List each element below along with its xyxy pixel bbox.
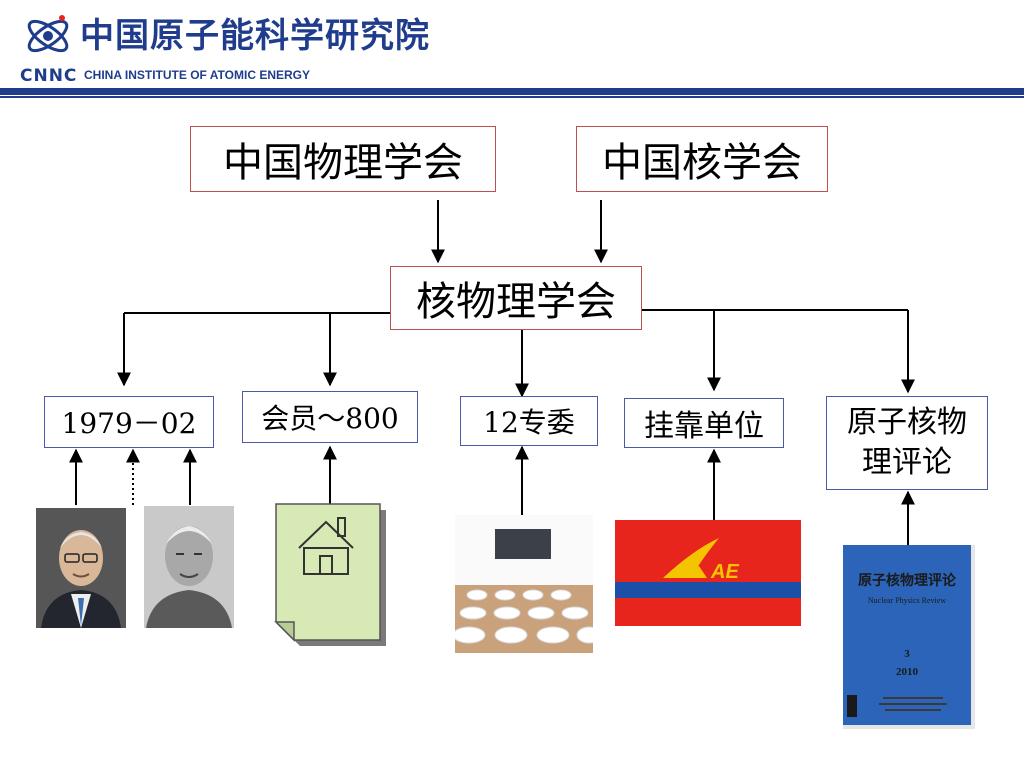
- ciae-logo-text: AE: [710, 561, 739, 583]
- journal-issue: 3: [904, 648, 910, 660]
- center-label: 核物理学会: [416, 279, 616, 325]
- child-label: 挂靠单位: [644, 409, 764, 444]
- header: 中国原子能科学研究院 CNNC CHINA INSTITUTE OF ATOMI…: [0, 0, 1024, 98]
- child-box-committees: 12专委: [460, 396, 598, 446]
- child-label: 原子核物理评论: [847, 405, 967, 480]
- parent-label: 中国物理学会: [223, 140, 463, 186]
- home-document-icon: [274, 503, 386, 646]
- header-rule-thick: [0, 88, 1024, 95]
- child-box-members: 会员～800: [242, 391, 418, 443]
- logo-chinese-name: 中国原子能科学研究院: [80, 16, 430, 56]
- classroom-photo: [455, 515, 593, 653]
- child-label: 会员～800: [261, 402, 399, 435]
- parent-box-physics-society: 中国物理学会: [190, 126, 496, 192]
- ciae-logo-flag: AE: [615, 520, 801, 626]
- center-box-nuclear-physics-society: 核物理学会: [390, 266, 642, 330]
- portrait-photo-1: [36, 508, 126, 628]
- atom-logo-icon: [27, 15, 69, 53]
- child-box-founded: 1979－02: [44, 396, 214, 448]
- journal-year: 2010: [896, 666, 919, 678]
- journal-title: 原子核物理评论: [858, 572, 957, 589]
- journal-subtitle: Nuclear Physics Review: [868, 596, 946, 605]
- parent-label: 中国核学会: [602, 140, 802, 186]
- child-label: 12专委: [483, 406, 575, 439]
- child-label: 1979－02: [61, 407, 197, 440]
- child-box-host-unit: 挂靠单位: [624, 398, 784, 448]
- journal-cover: 原子核物理评论 Nuclear Physics Review 3 2010: [843, 545, 975, 729]
- child-box-journal: 原子核物理评论: [826, 396, 988, 490]
- portrait-photo-2: [144, 506, 234, 628]
- logo-english-name: CHINA INSTITUTE OF ATOMIC ENERGY: [84, 68, 311, 82]
- logo-abbreviation: CNNC: [20, 66, 78, 86]
- parent-box-nuclear-society: 中国核学会: [576, 126, 828, 192]
- header-rule-thin: [0, 96, 1024, 98]
